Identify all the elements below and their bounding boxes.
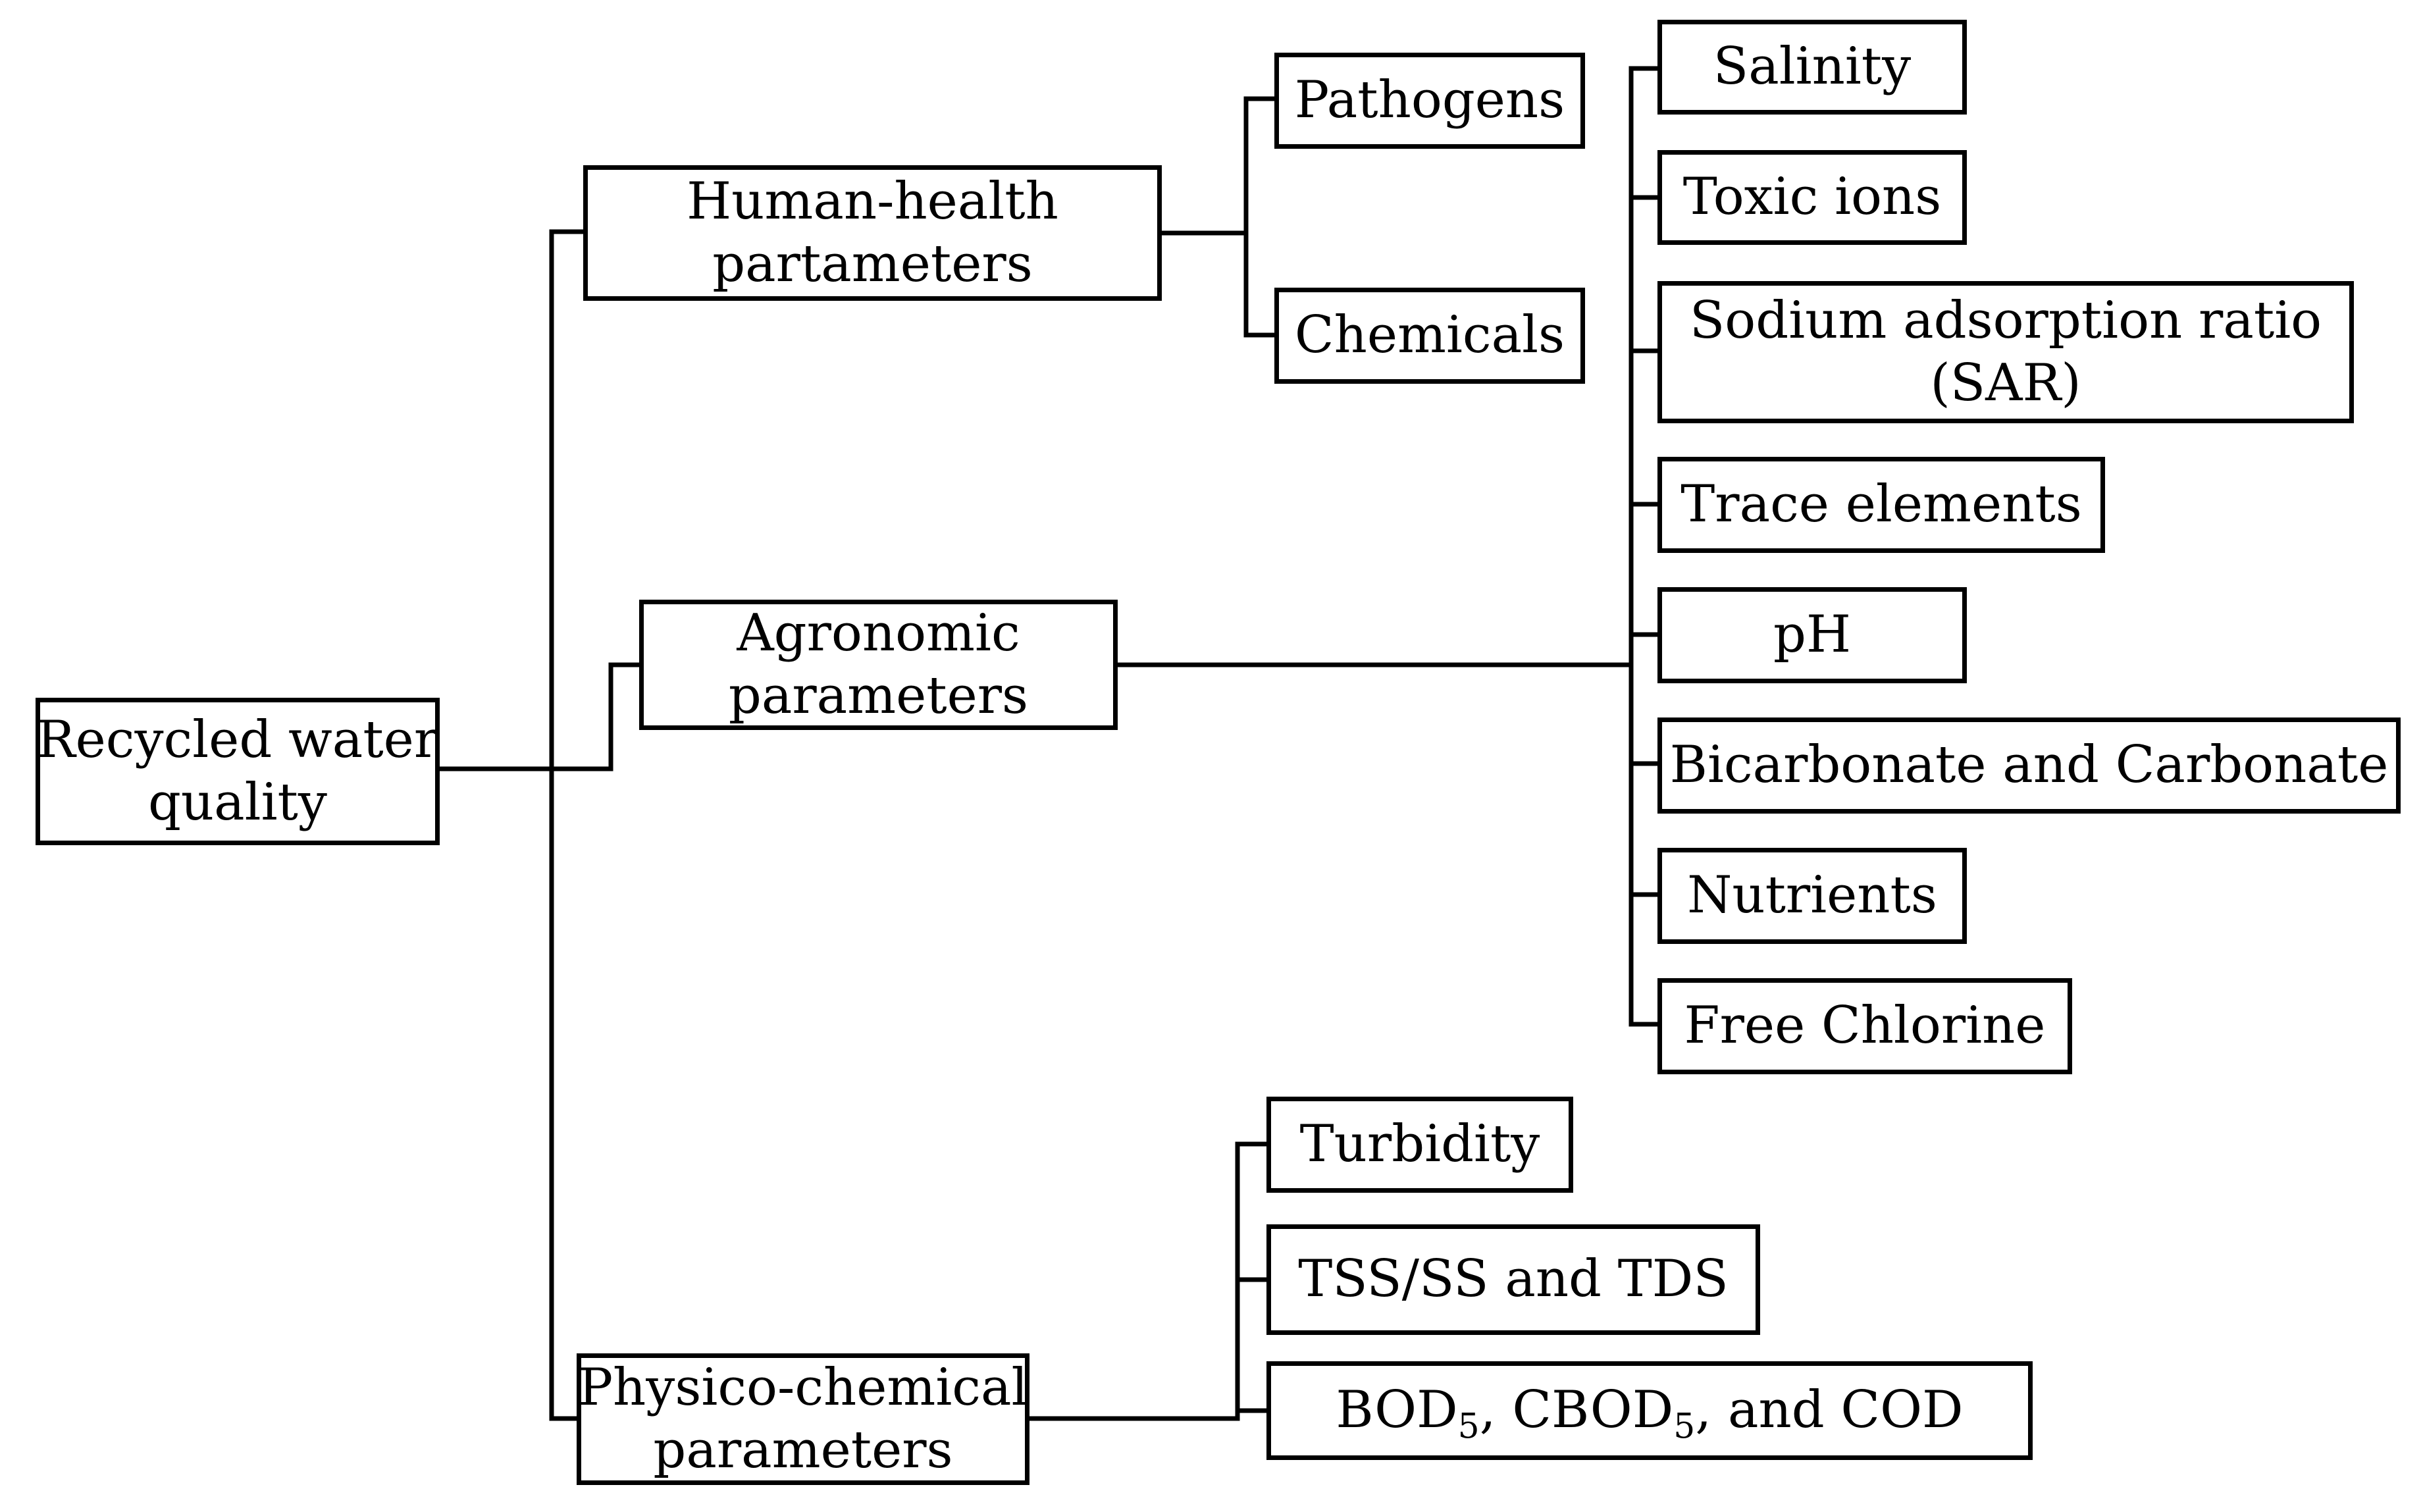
physico-chemical-label-line1: Physico-chemical [578,1357,1028,1417]
turbidity-label: Turbidity [1299,1114,1540,1174]
trace-elements-label: Trace elements [1680,475,2082,534]
bicarbonate-label: Bicarbonate and Carbonate [1669,735,2389,795]
chemicals-label: Chemicals [1294,305,1565,365]
nutrients-label: Nutrients [1687,866,1937,925]
root-label-line1: Recycled water [36,710,439,769]
ph-label: pH [1773,605,1851,665]
leaf-node-bicarbonate-and-carbonate: Bicarbonate and Carbonate [1657,717,2401,814]
root-node-recycled-water-quality: Recycled water quality [36,698,440,845]
leaf-node-chemicals: Chemicals [1274,288,1585,384]
category-node-physico-chemical: Physico-chemical parameters [577,1353,1029,1485]
toxic-ions-label: Toxic ions [1682,167,1942,227]
root-label-line2: quality [148,773,327,832]
physico-chemical-label-line2: parameters [653,1421,953,1480]
sar-label-line2: (SAR) [1930,353,2081,413]
leaf-node-bod-cbod-and-cod: BOD5, CBOD5, and COD [1266,1361,2033,1460]
leaf-node-pathogens: Pathogens [1274,53,1585,149]
bod-subscript: 5 [1457,1407,1480,1447]
bod-text: BOD [1336,1380,1458,1440]
leaf-node-toxic-ions: Toxic ions [1657,150,1967,245]
leaf-node-salinity: Salinity [1657,20,1967,115]
leaf-node-sodium-adsorption-ratio: Sodium adsorption ratio (SAR) [1657,281,2354,423]
human-health-label-line2: partameters [712,234,1033,294]
sar-label-line1: Sodium adsorption ratio [1689,290,2322,350]
human-health-label-line1: Human-health [687,171,1058,231]
cbod-subscript: 5 [1673,1407,1696,1447]
leaf-node-free-chlorine: Free Chlorine [1657,978,2072,1074]
salinity-label: Salinity [1713,37,1912,97]
leaf-node-ph: pH [1657,587,1967,683]
category-node-agronomic: Agronomic parameters [639,600,1118,730]
agronomic-label-line1: Agronomic [737,603,1020,663]
cod-text: , and COD [1695,1380,1964,1440]
solids-label: TSS/SS and TDS [1298,1249,1729,1309]
leaf-node-turbidity: Turbidity [1266,1097,1573,1193]
category-node-human-health: Human-health partameters [583,165,1162,301]
free-chlorine-label: Free Chlorine [1684,996,2046,1056]
leaf-node-trace-elements: Trace elements [1657,457,2105,553]
leaf-node-tss-ss-and-tds: TSS/SS and TDS [1266,1224,1760,1335]
cbod-text: , CBOD [1479,1380,1674,1440]
oxygen-demand-label: BOD5, CBOD5, and COD [1336,1379,1964,1444]
pathogens-label: Pathogens [1294,70,1565,130]
leaf-node-nutrients: Nutrients [1657,848,1967,944]
agronomic-label-line2: parameters [728,666,1029,725]
